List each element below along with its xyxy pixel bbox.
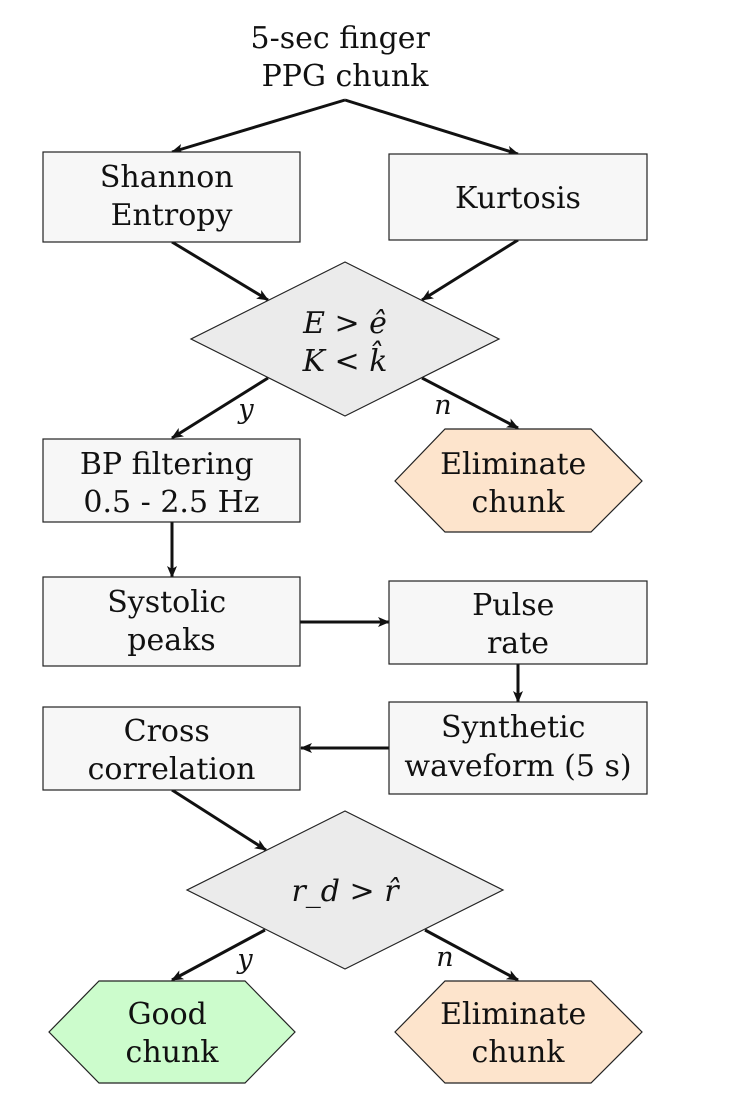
eliminate1-hexagon (394, 428, 643, 533)
synthetic-line2: waveform (5 s) (404, 749, 631, 784)
decision1-condition-2: K < k̂ (302, 340, 388, 379)
arrow-input-to-entropy (171, 98, 346, 154)
systolic-line1: Systolic (107, 585, 226, 620)
input-line1: 5-sec finger (251, 21, 431, 56)
good-line1: Good (128, 997, 207, 1032)
synthetic-label: Synthetic waveform (5 s) (404, 710, 631, 784)
arrow-decision1-yes (171, 376, 269, 440)
kurtosis-box (388, 153, 648, 241)
pulse-label: Pulse rate (472, 588, 564, 661)
decision2-no-label: n (436, 942, 453, 973)
bp-filter-line1: BP filtering (80, 447, 254, 482)
cross-line1: Cross (124, 714, 210, 749)
cross-label: Cross correlation (88, 714, 256, 787)
bp-filter-label: BP filtering 0.5 - 2.5 Hz (80, 447, 263, 520)
cross-line2: correlation (88, 752, 256, 787)
eliminate2-line1: Eliminate (440, 997, 586, 1032)
good-hexagon (48, 980, 296, 1084)
decision1-no-label: n (434, 390, 451, 421)
entropy-line2: Entropy (111, 198, 233, 233)
pulse-line2: rate (487, 626, 549, 661)
synthetic-line1: Synthetic (441, 710, 585, 745)
decision2-yes-label: y (236, 944, 253, 975)
eliminate2-hexagon (394, 980, 643, 1084)
decision1-yes-label: y (237, 394, 254, 425)
arrow-entropy-to-decision1 (171, 240, 269, 302)
eliminate2-line2: chunk (472, 1035, 566, 1070)
entropy-line1: Shannon (100, 160, 234, 195)
kurtosis-label: Kurtosis (455, 181, 581, 216)
systolic-box (42, 576, 301, 667)
arrow-cross-to-decision2 (171, 788, 267, 852)
synthetic-box (388, 701, 648, 795)
decision2-diamond (185, 810, 505, 970)
good-line2: chunk (126, 1035, 220, 1070)
entropy-box (42, 151, 301, 243)
arrow-decision2-yes (171, 928, 266, 982)
eliminate2-label: Eliminate chunk (440, 997, 596, 1070)
entropy-label: Shannon Entropy (100, 160, 243, 233)
eliminate1-line1: Eliminate (440, 447, 586, 482)
cross-box (42, 706, 301, 791)
decision2-condition: r_d > r̂ (291, 874, 400, 909)
input-label: 5-sec finger PPG chunk (251, 21, 440, 94)
arrow-input-to-kurtosis (344, 98, 519, 156)
eliminate1-line2: chunk (472, 485, 566, 520)
decision1-condition-1: E > ê (302, 306, 387, 341)
bp-filter-line2: 0.5 - 2.5 Hz (83, 485, 259, 520)
arrow-decision2-no (424, 928, 519, 982)
systolic-label: Systolic peaks (107, 585, 236, 658)
systolic-line2: peaks (127, 623, 215, 658)
decision1-diamond (189, 261, 501, 417)
bp-filter-box (42, 438, 301, 523)
arrow-kurtosis-to-decision1 (421, 238, 519, 302)
eliminate1-label: Eliminate chunk (440, 447, 596, 520)
good-label: Good chunk (126, 997, 220, 1070)
pulse-line1: Pulse (472, 588, 554, 623)
pulse-box (388, 580, 648, 665)
arrow-decision1-no (421, 376, 519, 430)
input-line2: PPG chunk (262, 59, 430, 94)
